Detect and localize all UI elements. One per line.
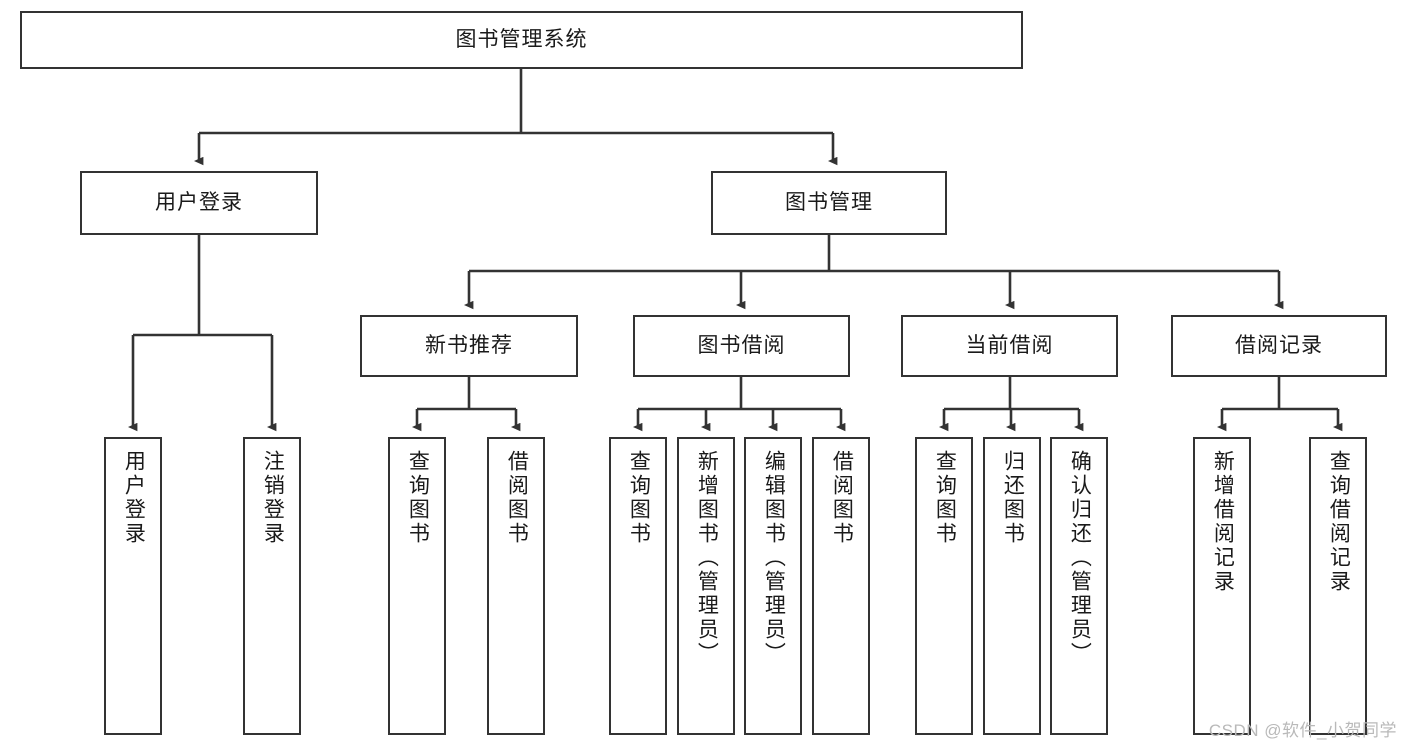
node-label: 图书管理系统: [455, 28, 588, 52]
leaf-label: 用户登录: [122, 450, 146, 546]
leaf-user-login-login[interactable]: 用户登录: [104, 437, 162, 735]
node-label: 用户登录: [155, 191, 243, 215]
leaf-book-borrow-edit-book-admin[interactable]: 编辑图书（管理员）: [744, 437, 802, 735]
leaf-label: 确认归还（管理员）: [1068, 450, 1092, 666]
node-label: 当前借阅: [965, 334, 1054, 358]
node-current-borrow[interactable]: 当前借阅: [901, 315, 1118, 377]
leaf-user-login-logout[interactable]: 注销登录: [243, 437, 301, 735]
leaf-label: 查询借阅记录: [1327, 450, 1351, 594]
leaf-label: 查询图书: [627, 450, 651, 546]
node-label: 借阅记录: [1235, 334, 1323, 358]
leaf-borrow-record-add-record[interactable]: 新增借阅记录: [1193, 437, 1251, 735]
leaf-current-borrow-query-book[interactable]: 查询图书: [915, 437, 973, 735]
leaf-book-borrow-add-book-admin[interactable]: 新增图书（管理员）: [677, 437, 735, 735]
leaf-label: 新增借阅记录: [1211, 450, 1235, 594]
leaf-label: 归还图书: [1001, 450, 1025, 546]
node-book-borrow[interactable]: 图书借阅: [633, 315, 850, 377]
leaf-label: 新增图书（管理员）: [695, 450, 719, 666]
leaf-label: 查询图书: [933, 450, 957, 546]
leaf-current-borrow-confirm-return-admin[interactable]: 确认归还（管理员）: [1050, 437, 1108, 735]
node-book-management[interactable]: 图书管理: [711, 171, 947, 235]
leaf-book-borrow-query-book[interactable]: 查询图书: [609, 437, 667, 735]
node-label: 图书借阅: [697, 334, 786, 358]
node-borrow-record[interactable]: 借阅记录: [1171, 315, 1387, 377]
leaf-label: 编辑图书（管理员）: [762, 450, 786, 666]
csdn-watermark: CSDN @软件_小贺同学: [1208, 721, 1397, 740]
leaf-book-borrow-borrow-book[interactable]: 借阅图书: [812, 437, 870, 735]
leaf-borrow-record-query-record[interactable]: 查询借阅记录: [1309, 437, 1367, 735]
node-label: 图书管理: [785, 191, 873, 215]
leaf-current-borrow-return-book[interactable]: 归还图书: [983, 437, 1041, 735]
leaf-label: 借阅图书: [830, 450, 854, 546]
leaf-new-book-borrow-book[interactable]: 借阅图书: [487, 437, 545, 735]
node-label: 新书推荐: [425, 334, 513, 358]
node-new-book-recommend[interactable]: 新书推荐: [360, 315, 578, 377]
node-user-login[interactable]: 用户登录: [80, 171, 318, 235]
leaf-label: 借阅图书: [505, 450, 529, 546]
leaf-label: 查询图书: [406, 450, 430, 546]
node-root-book-management-system[interactable]: 图书管理系统: [20, 11, 1023, 69]
leaf-new-book-query-book[interactable]: 查询图书: [388, 437, 446, 735]
leaf-label: 注销登录: [261, 450, 285, 546]
